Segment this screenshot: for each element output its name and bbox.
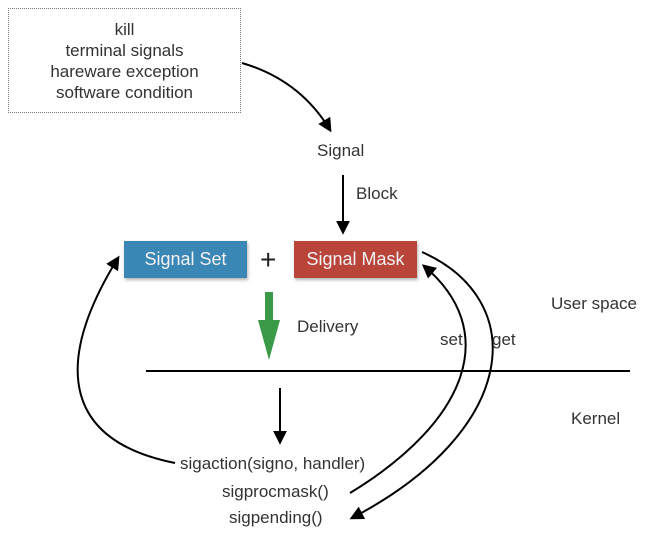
plus-sign: + [260,244,277,275]
sigpending-function: sigpending() [229,508,323,527]
signal-set-box: Signal Set [124,241,247,278]
source-terminal-signals: terminal signals [65,40,184,60]
source-hardware-exception: hareware exception [50,61,199,81]
delivery-label: Delivery [297,317,359,336]
get-arrow [349,251,494,520]
get-label: get [492,330,516,349]
kernel-label: Kernel [571,409,621,428]
signal-mask-box: Signal Mask [294,241,417,278]
delivery-arrow [258,292,280,360]
sigaction-to-signal-set-arrow [76,255,176,464]
set-arrow [349,264,467,494]
signal-label: Signal [317,141,365,160]
sources-to-signal-arrow [241,62,332,133]
user-space-label: User space [551,294,637,313]
signal-sources-box: kill terminal signals hareware exception… [8,8,241,113]
sigaction-function: sigaction(signo, handler) [180,454,366,473]
block-label: Block [356,184,398,203]
source-software-condition: software condition [55,82,194,102]
sigprocmask-function: sigprocmask() [222,482,329,501]
source-kill: kill [114,19,135,39]
set-label: set [440,330,463,349]
